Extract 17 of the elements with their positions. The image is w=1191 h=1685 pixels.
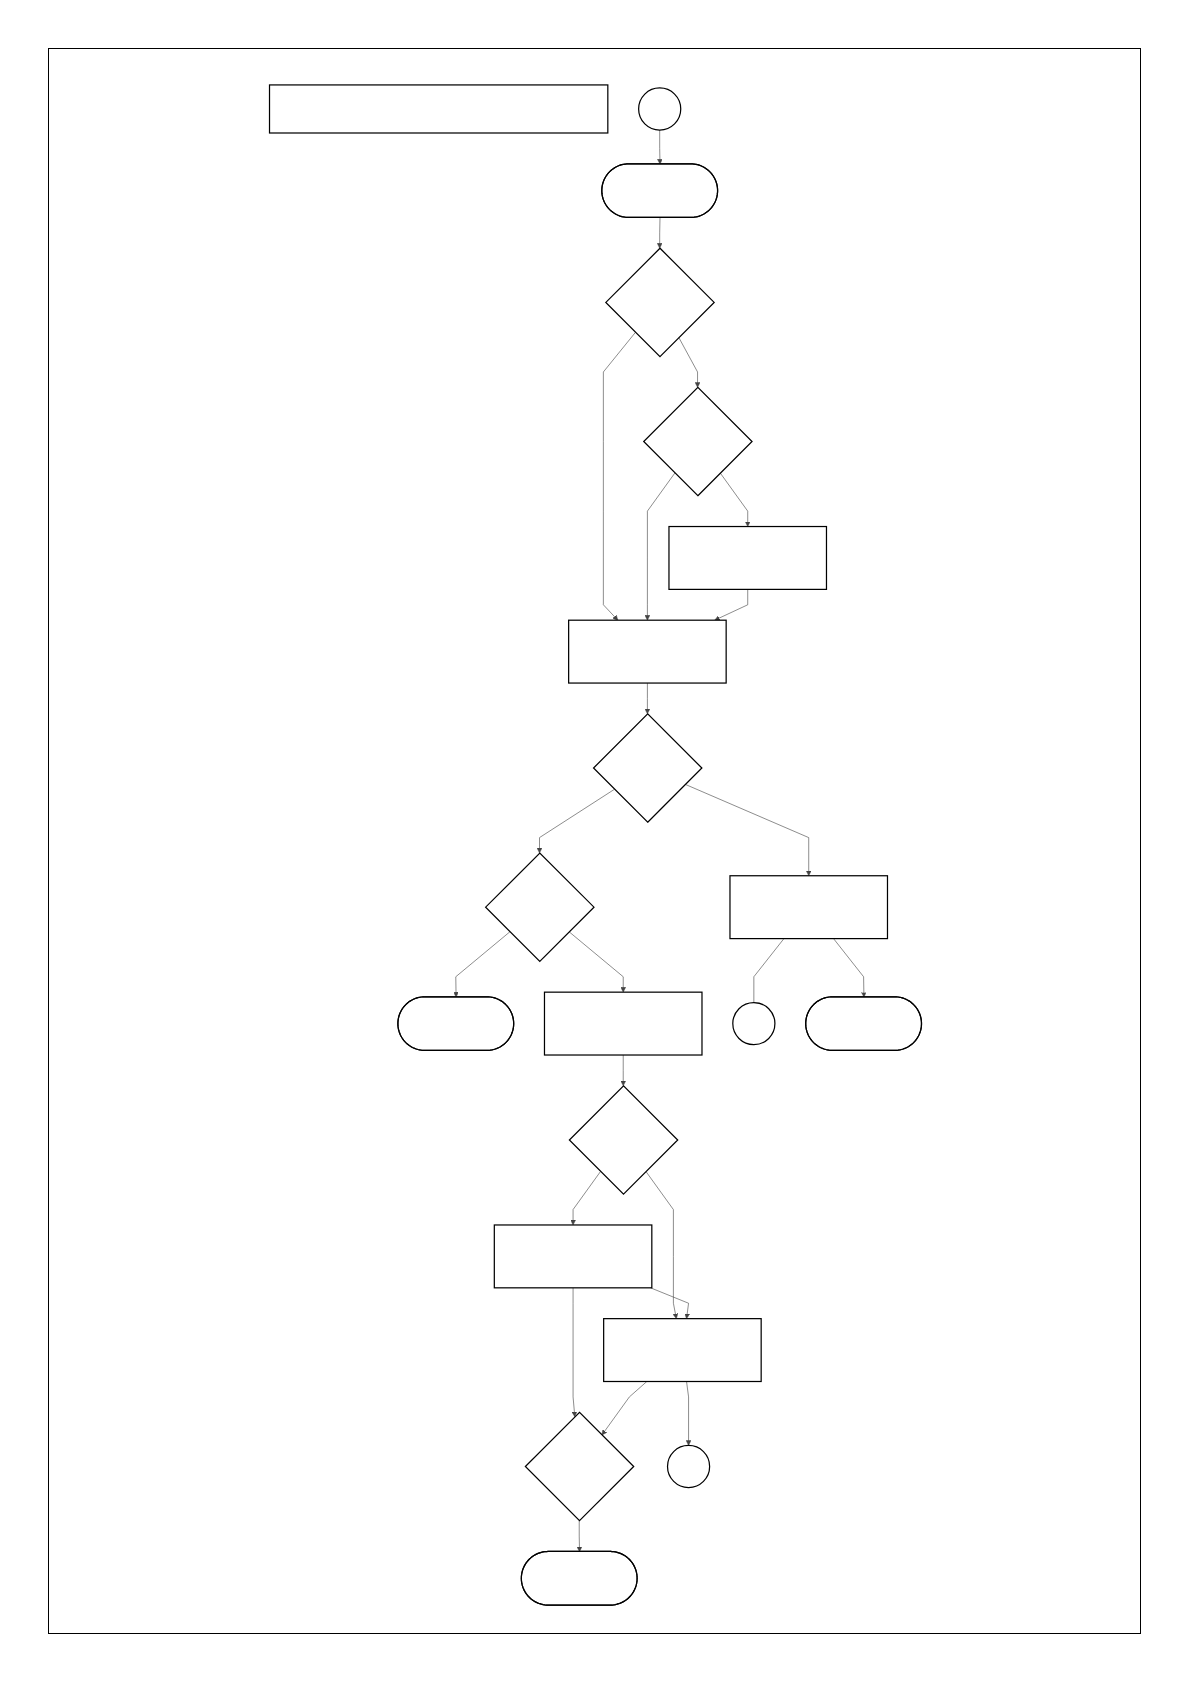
node-circle	[732, 1001, 776, 1046]
node-diamond	[524, 1411, 635, 1522]
node-box	[543, 991, 703, 1056]
connector	[753, 938, 785, 1003]
node-box	[668, 525, 828, 590]
node-box	[568, 619, 727, 684]
node-diamond	[592, 713, 703, 824]
node-diamond	[604, 247, 716, 358]
node-box	[268, 84, 609, 134]
node-diamond	[568, 1084, 679, 1196]
node-box	[493, 1224, 653, 1289]
node-circle	[666, 1444, 711, 1489]
node-box	[603, 1318, 762, 1383]
node-box	[729, 875, 889, 940]
node-diamond	[642, 386, 753, 497]
node-diamond	[484, 852, 595, 963]
node-circle	[638, 87, 682, 131]
